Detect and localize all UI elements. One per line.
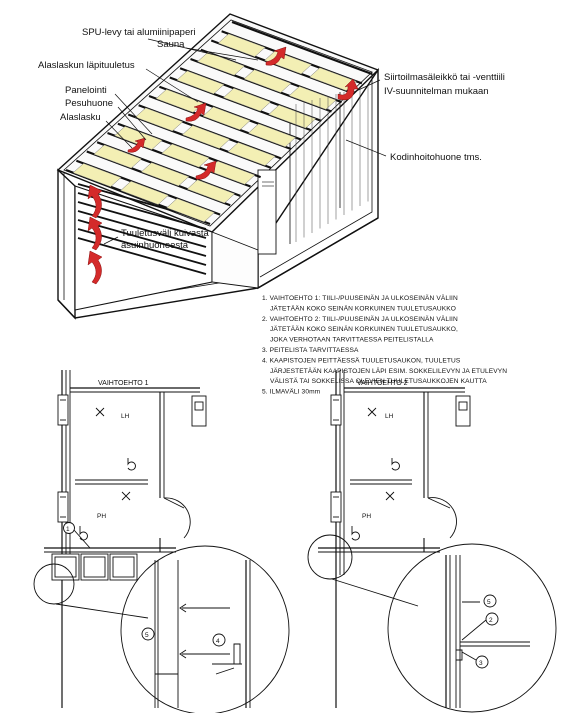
label-spu: SPU-levy tai alumiinipaperi	[82, 27, 196, 38]
label-alaslasku: Alaslasku	[60, 112, 101, 123]
plan2-callout-5: 5	[487, 599, 491, 606]
airflow-arrow	[127, 137, 146, 153]
plan2-title: VAIHTOEHTO 2	[357, 380, 408, 387]
insulation-panel	[227, 142, 276, 166]
note-line: 3. PEITELISTA TARVITTAESSA	[262, 347, 359, 354]
insulation-panel	[93, 144, 143, 169]
plan2-detail	[387, 543, 557, 713]
joist	[231, 20, 373, 76]
insulation-panel	[161, 143, 210, 168]
note-line: VÄLISTÄ TAI SOKKELISSA OLEVIEN TUULETUSA…	[270, 377, 487, 385]
insulation-panel	[166, 198, 215, 223]
plan1-detail-text: 4 5	[145, 632, 220, 645]
plan1-text: LH PH 1	[66, 413, 130, 533]
insulation-panel	[217, 33, 266, 57]
insulation-panel	[120, 180, 169, 205]
insulation-panel	[181, 125, 231, 149]
airflow-arrow	[195, 160, 217, 180]
batten	[77, 219, 207, 257]
airflow-arrow	[337, 78, 359, 101]
insulation-panel	[140, 162, 190, 187]
label-siirtoilma-1: Siirtoilmasäleikkö tai -venttiili	[384, 72, 505, 83]
insulation-panel	[247, 123, 296, 148]
plan1-callout-5: 5	[145, 632, 149, 639]
note-line: JÄTETÄÄN KOKO SEINÄN KORKUINEN TUULETUSA…	[270, 304, 456, 312]
insulation-panel	[223, 87, 271, 112]
callout-labels: SPU-levy tai alumiinipaperi Sauna Alasla…	[38, 27, 505, 251]
insulation-panel	[186, 179, 236, 204]
plan1-callout-4: 4	[216, 638, 220, 645]
cabinet	[257, 169, 277, 255]
plan2-detail-text: 5 2 3	[479, 599, 493, 667]
airflow-arrow	[87, 184, 103, 219]
label-tuuletusvali-1: Tuuletusväli kuivasta	[121, 228, 210, 239]
plan2-callout-2: 2	[489, 617, 493, 624]
airflow-arrow	[87, 250, 103, 285]
plan2-lh: LH	[385, 413, 394, 420]
plan1-title: VAIHTOEHTO 1	[98, 380, 149, 387]
plan1-ph: PH	[97, 513, 106, 520]
insulation-panel	[176, 70, 225, 95]
floor-edge	[57, 217, 379, 319]
inner-partition	[211, 231, 259, 289]
note-line: 5. ILMAVÄLI 30mm	[262, 388, 321, 396]
airflow-arrow	[185, 102, 207, 122]
label-sauna: Sauna	[157, 39, 185, 50]
airflow-arrows	[87, 46, 359, 285]
note-line: 1. VAIHTOEHTO 1: TIILI-/PUUSEINÄN JA ULK…	[262, 294, 458, 302]
plan2-ph: PH	[362, 513, 371, 520]
label-kodinhoitohuone: Kodinhoitohuone tms.	[390, 152, 482, 163]
isometric-building	[56, 13, 380, 320]
plan2-text: LH PH	[362, 413, 394, 520]
plan1-detail	[120, 545, 290, 713]
insulation-panel	[243, 69, 292, 93]
airflow-arrow	[265, 46, 287, 66]
note-line: JOKA VERHOTAAN TARVITTAESSA PEITELISTALL…	[270, 337, 434, 344]
label-pesuhuone: Pesuhuone	[65, 98, 113, 109]
insulation-panel	[72, 163, 122, 188]
insulation-panel	[309, 67, 357, 91]
plan1-callout-1: 1	[66, 526, 70, 533]
note-line: 4. KAAPISTOJEN PEITTÄESSÄ TUULETUSAUKON,…	[262, 356, 461, 364]
insulation-panel	[202, 106, 251, 131]
insulation-panel	[155, 89, 204, 113]
note-line: JÄRJESTETÄÄN KAAPISTOJEN LÄPI ESIM. SOKK…	[270, 367, 507, 375]
notes-block: 1. VAIHTOEHTO 1: TIILI-/PUUSEINÄN JA ULK…	[262, 294, 507, 396]
batten	[77, 210, 207, 248]
wall-panelling-lines	[295, 86, 369, 242]
leader-lines	[103, 38, 387, 245]
note-line: JÄTETÄÄN KOKO SEINÄN KORKUINEN TUULETUSA…	[270, 325, 458, 333]
plan-variant-2: VAIHTOEHTO 2	[307, 370, 471, 708]
note-line: 2. VAIHTOEHTO 2: TIILI-/PUUSEINÄN JA ULK…	[262, 315, 458, 323]
plan1-lh: LH	[121, 413, 130, 420]
label-panelointi: Panelointi	[65, 85, 107, 96]
label-tuuletusvali-2: asuinhuoneesta	[121, 240, 189, 251]
insulation-panel	[197, 52, 245, 76]
left-outer-wall	[57, 168, 76, 320]
insulation-panel	[134, 107, 184, 132]
airflow-arrow	[87, 216, 103, 251]
plan2-callout-3: 3	[479, 660, 483, 667]
label-alaslaskun-lapituuletus: Alaslaskun läpituuletus	[38, 60, 135, 71]
plan-variant-1: VAIHTOEHTO 1	[33, 370, 207, 708]
label-siirtoilma-2: IV-suunnitelman mukaan	[384, 86, 489, 97]
